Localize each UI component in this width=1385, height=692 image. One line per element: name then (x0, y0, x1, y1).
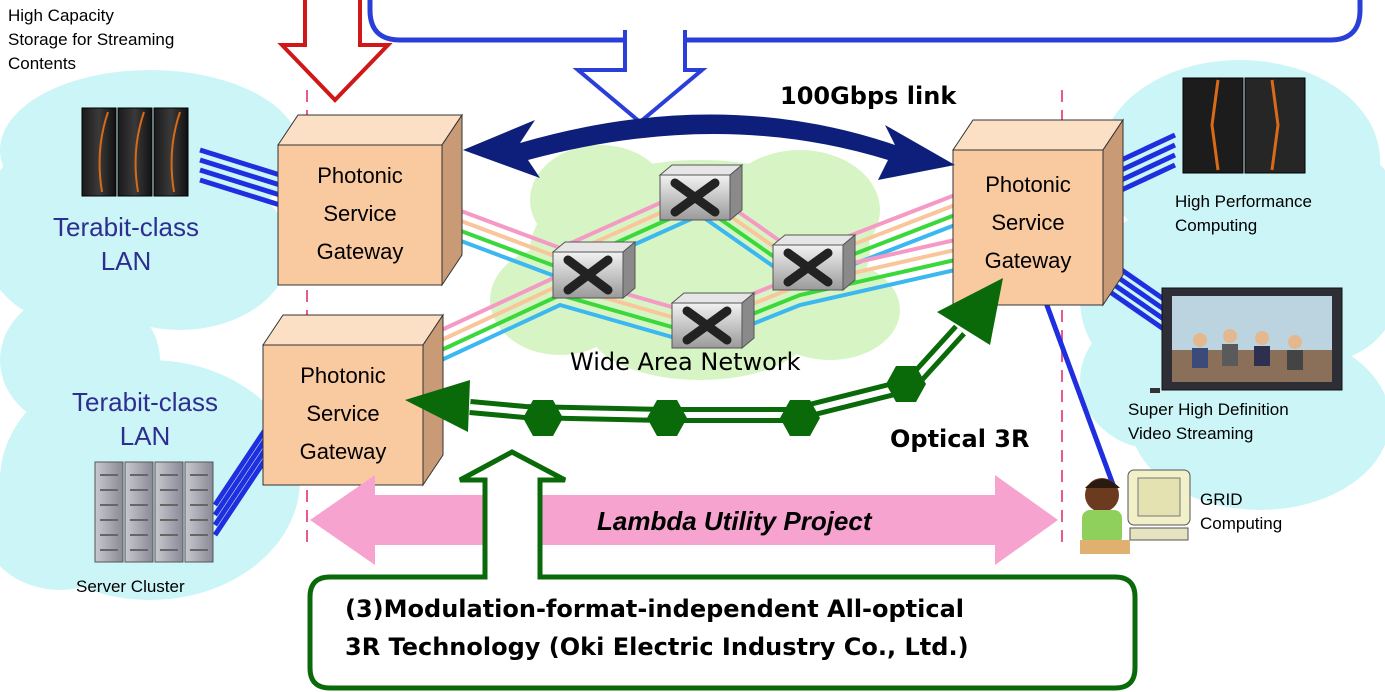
gateway-top-left-line1: Photonic (317, 163, 403, 188)
gateway-right-line1: Photonic (985, 172, 1071, 197)
storage-label-line3: Contents (8, 54, 77, 73)
gateway-bottom-left-cube (262, 313, 444, 487)
bottom-callout-line2: 3R Technology (Oki Electric Industry Co.… (345, 633, 969, 661)
bottom-callout-text: (3)Modulation-format-independent All-opt… (345, 590, 969, 666)
storage-racks (81, 107, 189, 197)
optical-3r-label: Optical 3R (890, 425, 1030, 453)
top-callout-box (367, 0, 1363, 43)
blue-down-arrow (572, 30, 708, 125)
project-banner-label: Lambda Utility Project (597, 506, 872, 536)
gateway-top-left-line3: Gateway (316, 239, 404, 264)
video-label-line2: Video Streaming (1128, 424, 1254, 443)
gateway-bottom-left-line2: Service (306, 401, 380, 426)
switch-right (771, 233, 857, 292)
hpc-label-line2: Computing (1175, 216, 1258, 235)
lan-label-top-line1: Terabit-class (53, 212, 199, 242)
lan-label-top-line2: LAN (100, 246, 152, 276)
lan-links-top-left (199, 147, 281, 208)
storage-label: High Capacity Storage for Streaming Cont… (8, 4, 174, 76)
gateway-bottom-left-line1: Photonic (300, 363, 386, 388)
hpc-label-line1: High Performance (1175, 192, 1313, 211)
gbps-link-arrow (463, 114, 955, 180)
regenerators (523, 366, 926, 436)
gateway-right-line2: Service (991, 210, 1065, 235)
lan-links-bottom-left (212, 428, 268, 537)
gateway-right-cube (952, 118, 1124, 307)
lan-label-top: Terabit-class LAN (26, 210, 226, 278)
wan-label: Wide Area Network (570, 348, 801, 376)
lan-label-bottom-line2: LAN (119, 421, 171, 451)
hpc-icon (1182, 77, 1306, 174)
video-label-line1: Super High Definition (1128, 400, 1289, 419)
grid-label-line1: GRID (1200, 490, 1243, 509)
gateway-right-label: Photonic Service Gateway (953, 166, 1103, 280)
lan-label-bottom: Terabit-class LAN (45, 385, 245, 453)
switch-left (551, 240, 637, 300)
video-screen-icon (1150, 287, 1343, 393)
bottom-callout-line1: (3)Modulation-format-independent All-opt… (345, 595, 965, 623)
server-cluster-label: Server Cluster (76, 577, 185, 596)
gateway-top-left-cube (277, 113, 463, 287)
video-label: Super High Definition Video Streaming (1128, 398, 1289, 446)
link-label: 100Gbps link (780, 82, 957, 110)
gateway-bottom-left-line3: Gateway (299, 439, 387, 464)
grid-label-line2: Computing (1200, 514, 1283, 533)
hpc-label: High Performance Computing (1175, 190, 1312, 238)
lan-link-grid (1042, 299, 1118, 491)
gateway-bottom-left-label: Photonic Service Gateway (263, 357, 423, 471)
gateway-top-left-label: Photonic Service Gateway (278, 157, 442, 271)
switch-bottom (670, 291, 756, 350)
gateway-right-line3: Gateway (984, 248, 1072, 273)
storage-label-line2: Storage for Streaming (8, 30, 175, 49)
grid-label: GRID Computing (1200, 488, 1282, 536)
gateway-top-left-line2: Service (323, 201, 397, 226)
red-down-arrow (277, 0, 393, 103)
green-up-arrow (307, 449, 1138, 691)
lan-label-bottom-line1: Terabit-class (72, 387, 218, 417)
switch-top (658, 163, 744, 222)
grid-user-icon (1080, 469, 1191, 554)
storage-label-line1: High Capacity (8, 6, 114, 25)
server-cluster-icon (94, 461, 214, 563)
